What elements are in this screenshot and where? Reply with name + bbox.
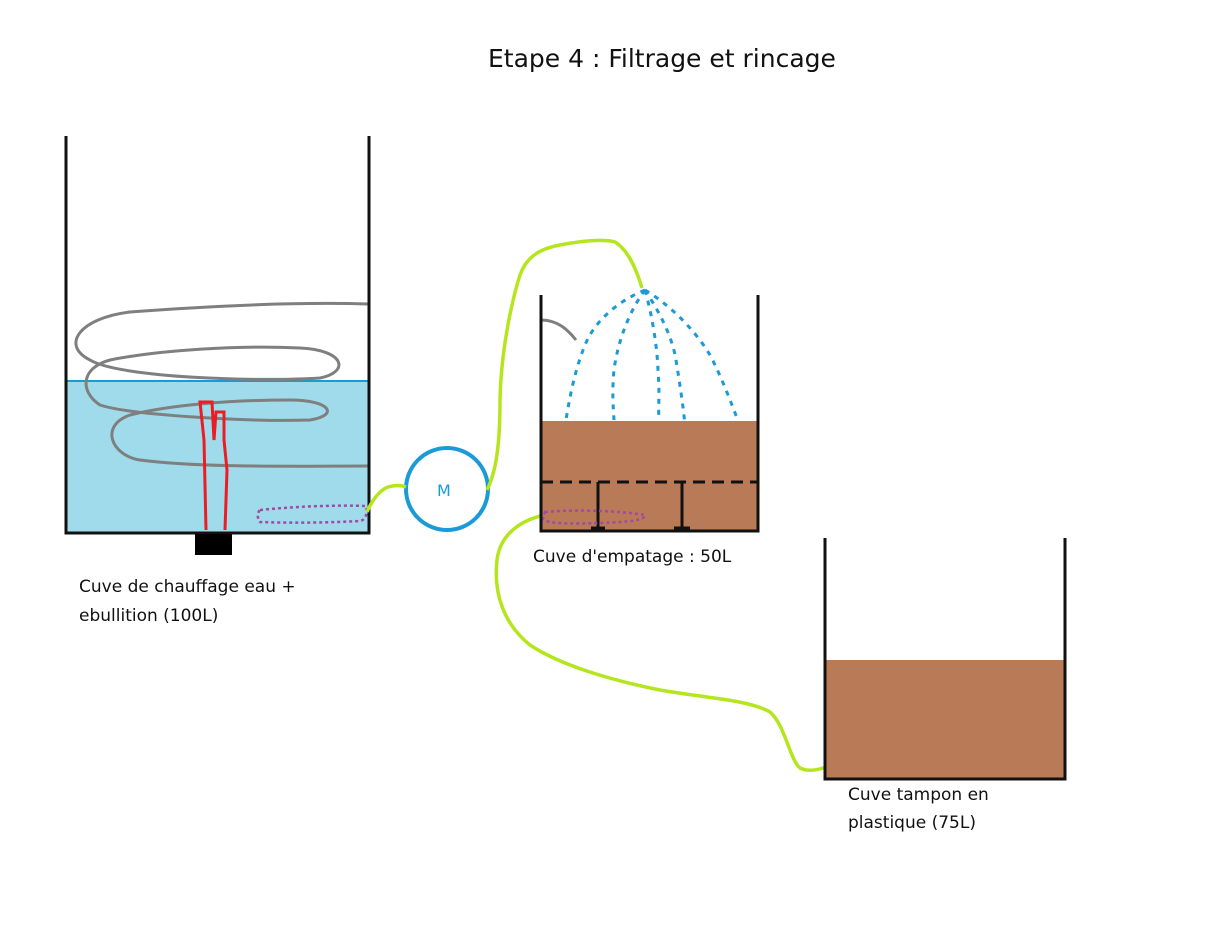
buffer-tank (823, 538, 1067, 781)
burner (195, 534, 232, 555)
buffer-tank-walls (823, 538, 1067, 781)
sparge-stream-1 (564, 288, 646, 421)
sparge-spray (564, 288, 739, 426)
mash-tank-walls (539, 295, 760, 533)
mash-tank-label: Cuve d'empatage : 50L (533, 547, 732, 567)
heating-tank-label-line1: Cuve de chauffage eau + (79, 577, 296, 597)
buffer-tank-label: Cuve tampon en plastique (75L) (848, 781, 989, 837)
mash-tank (539, 288, 760, 533)
hose-mash-to-buffer (494, 513, 827, 772)
sparge-stream-5 (644, 288, 739, 419)
hose-pump-to-mash (485, 238, 644, 491)
heating-tank-label: Cuve de chauffage eau + ebullition (100L… (79, 573, 296, 631)
heater-element (198, 400, 229, 531)
heating-tank-label-line2: ebullition (100L) (79, 606, 219, 626)
heating-tank (64, 136, 371, 555)
heating-tank-walls (64, 136, 371, 535)
buffer-tank-liquid (826, 660, 1065, 778)
mash-tank-return-tube (540, 318, 578, 341)
heating-tank-water (67, 381, 368, 532)
sparge-stream-4 (643, 289, 687, 426)
pump: M (404, 446, 490, 532)
sparge-stream-2 (611, 289, 647, 421)
heating-coil (74, 301, 369, 468)
hose-heating-to-pump (365, 483, 407, 513)
sparge-stream-3 (643, 289, 661, 421)
mash-tank-grain (541, 421, 758, 531)
mash-tank-filter (541, 509, 647, 525)
diagram-title: Etape 4 : Filtrage et rincage (488, 44, 836, 73)
buffer-tank-label-line2: plastique (75L) (848, 813, 976, 833)
pump-label: M (437, 481, 451, 500)
buffer-tank-label-line1: Cuve tampon en (848, 785, 989, 805)
